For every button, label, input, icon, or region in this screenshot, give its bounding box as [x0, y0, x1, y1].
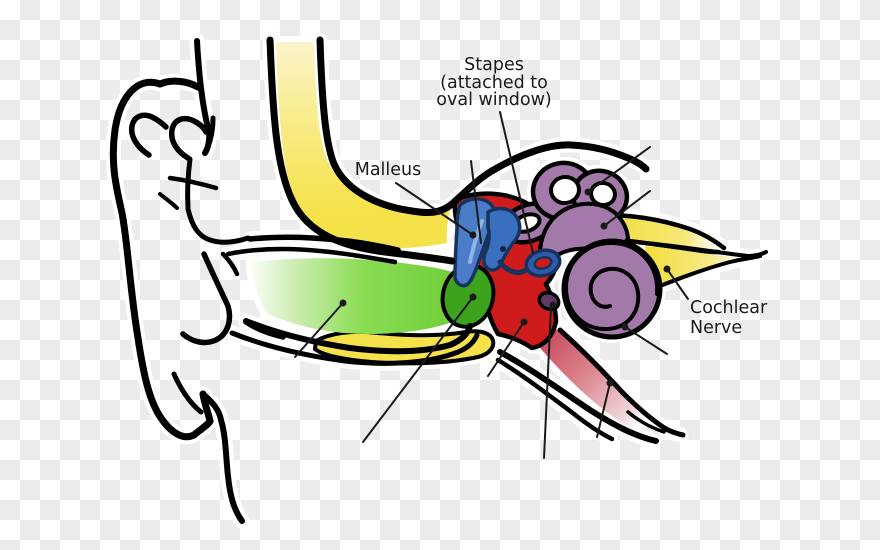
semicircular-canal-leader [587, 146, 651, 193]
canal-walls [225, 234, 480, 366]
middle-ear-leader [487, 321, 525, 377]
cochlea [537, 238, 663, 340]
eardrum-leader [362, 296, 474, 443]
canal-leader [294, 302, 344, 358]
outline-strokes [109, 36, 650, 524]
stapes-label-line2: (attached to [440, 73, 548, 93]
ossicles [453, 197, 562, 288]
stapes-label-line3: oval window) [436, 90, 551, 110]
incus-leader [470, 160, 482, 244]
pinna-outline [109, 38, 286, 524]
cochlear-nerve-band [640, 241, 768, 295]
stapes-label-line1: Stapes [464, 55, 524, 75]
cochlear-nerve-label-line1: Cochlear [690, 298, 768, 318]
eustachian-tube [495, 326, 686, 444]
skull-outline [266, 36, 650, 265]
vestibular-nerve-leader [603, 190, 651, 227]
eustachian-leader [596, 382, 611, 438]
leader-lines [294, 111, 689, 459]
malleus-label: Malleus [355, 160, 422, 180]
cochlea-leader [624, 326, 668, 355]
round-window-leader [543, 306, 552, 459]
malleus-leader [395, 182, 474, 236]
stapes-leader [499, 111, 534, 254]
cochlear-nerve-leader [666, 268, 689, 300]
stapes-ring [524, 248, 562, 278]
cochlear-nerve-label-line2: Nerve [690, 318, 742, 338]
temporal-bone [276, 42, 452, 249]
leader-dots [339, 188, 671, 387]
